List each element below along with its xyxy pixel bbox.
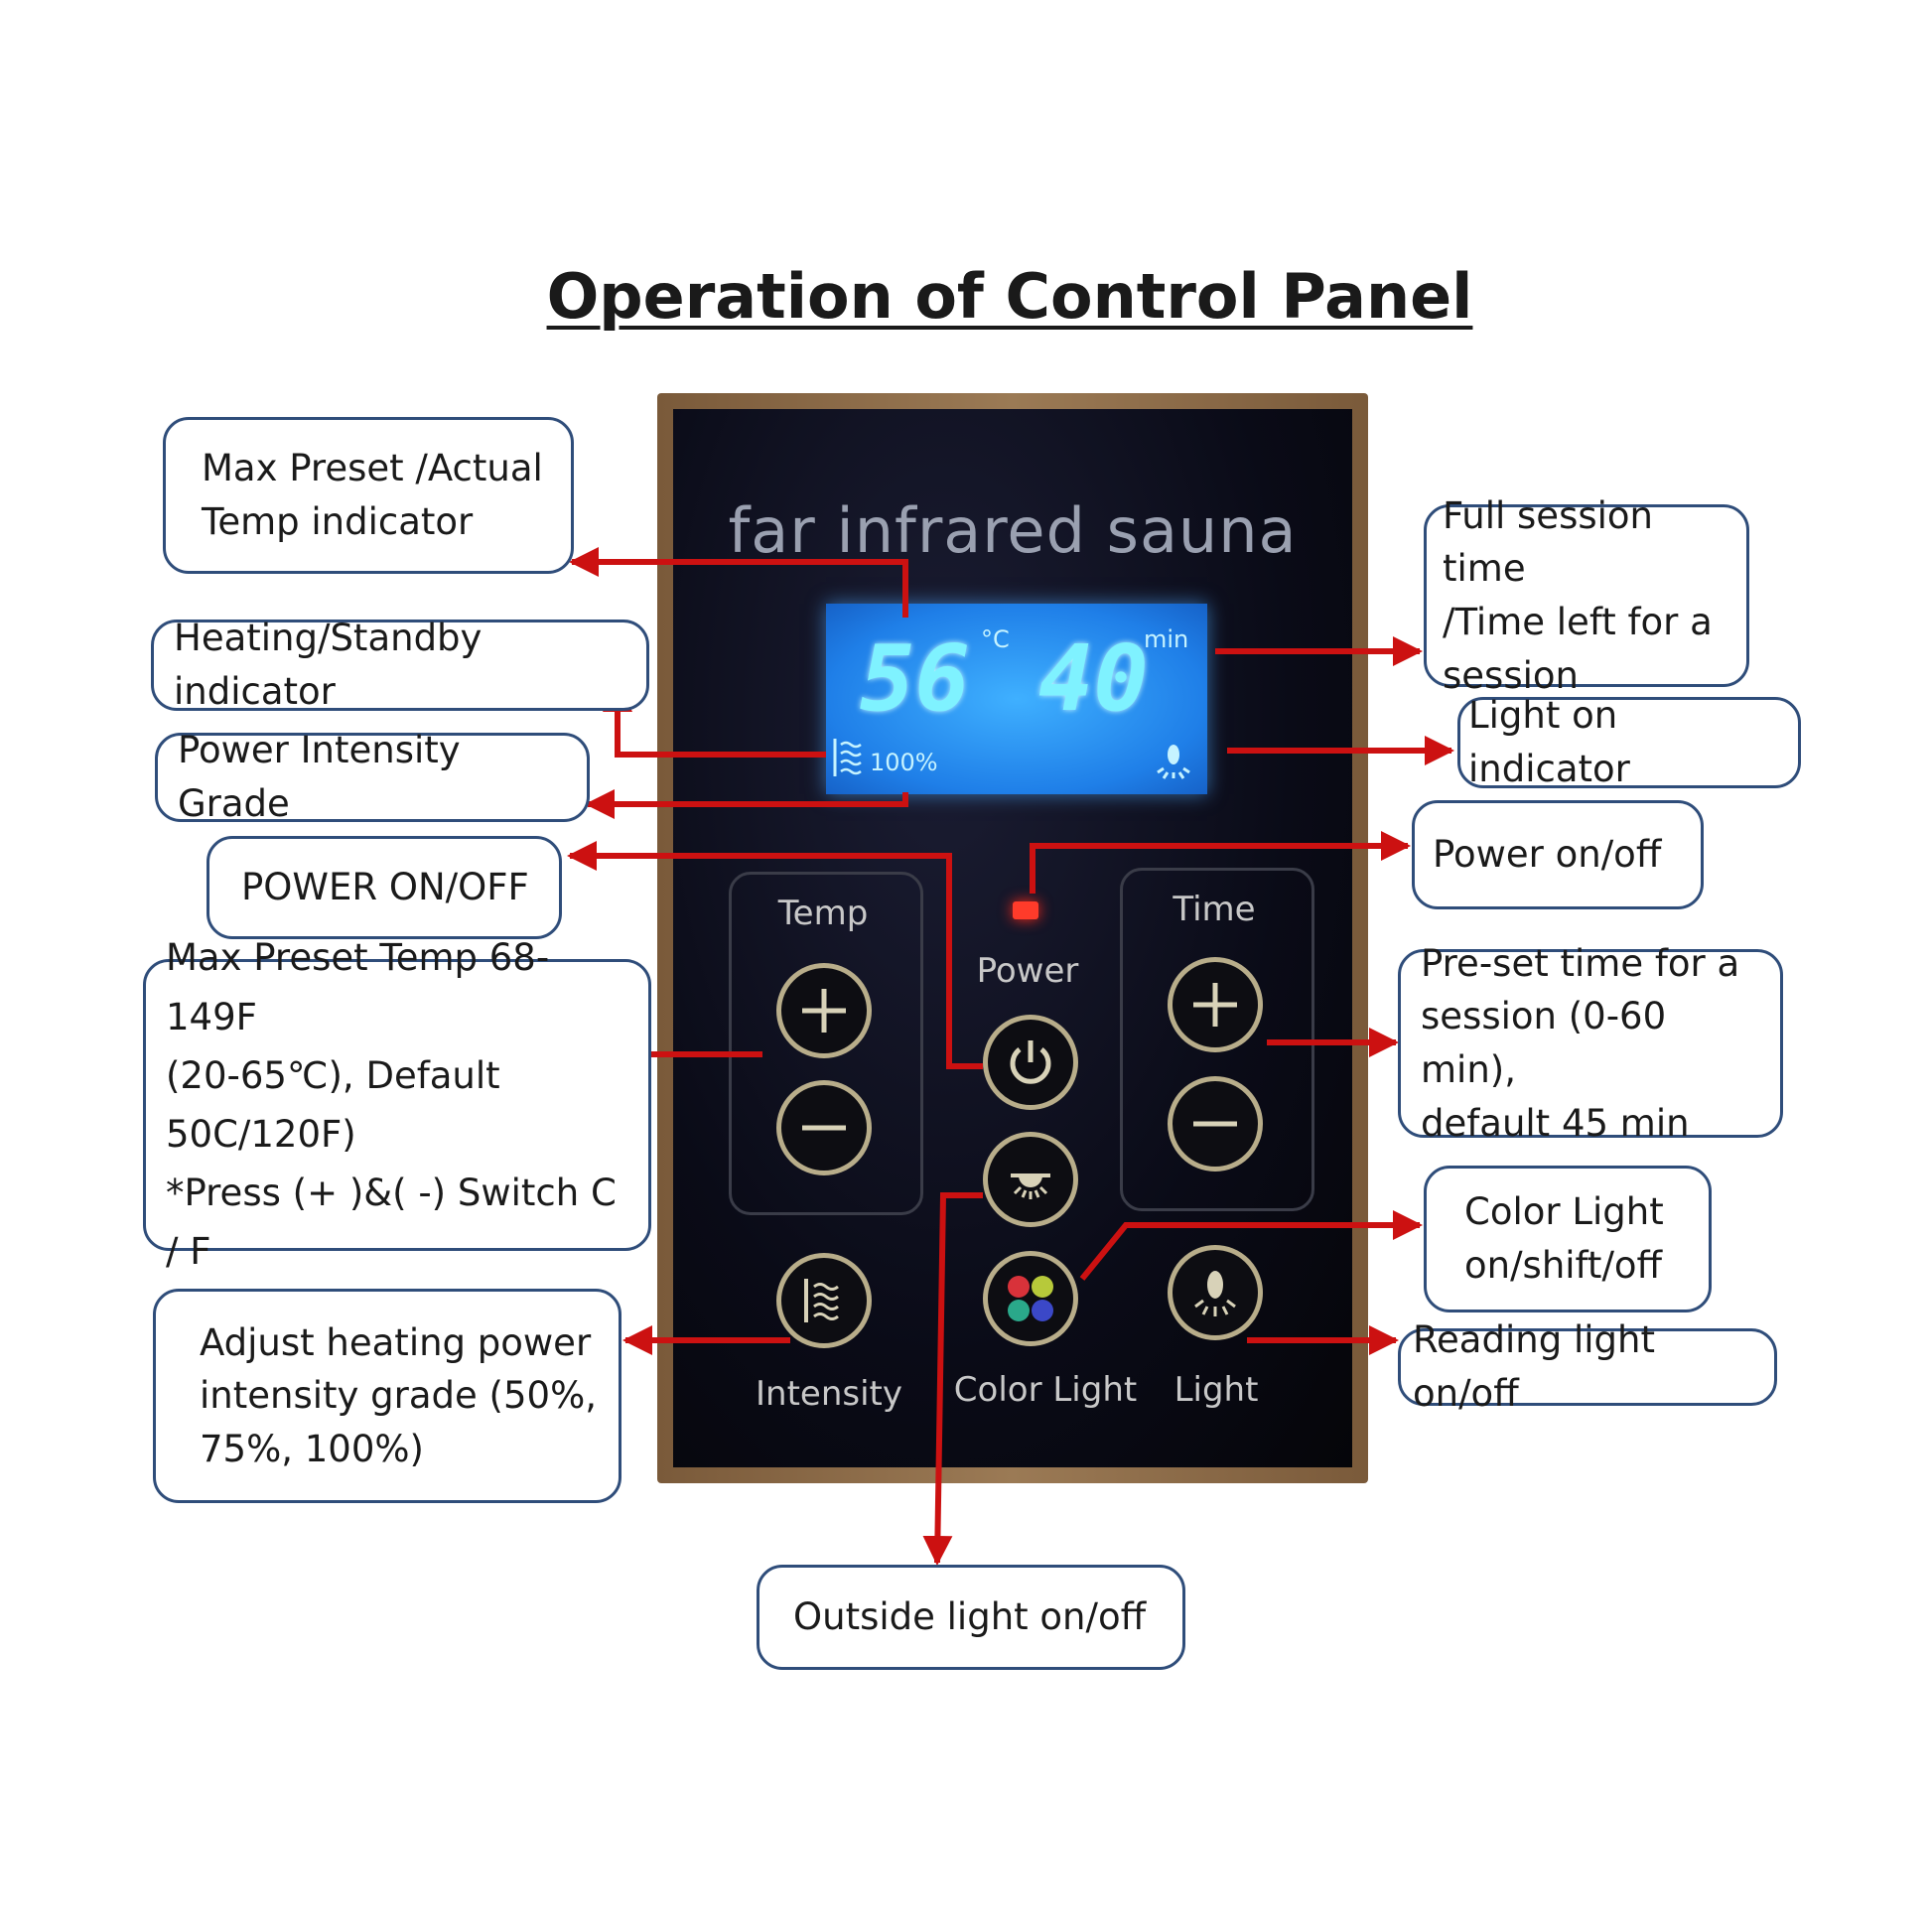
arrow-power-left [567,841,983,1069]
time-minus-button[interactable] [1168,1076,1263,1172]
plus-icon [1193,983,1237,1027]
callout-reading-light: Reading light on/off [1398,1318,1777,1415]
plus-icon [802,989,846,1033]
bulb-icon [1194,1271,1236,1316]
outside-light-icon [1011,1173,1050,1199]
arrow-power-right [1030,831,1411,894]
power-label: Power [976,951,1079,991]
callout-heating-standby: Heating/Standby indicator [151,617,649,713]
light-label: Light [1173,1370,1259,1410]
arrow-outside-light [922,1192,983,1566]
time-unit: min [1144,625,1189,653]
color-light-button[interactable] [983,1251,1078,1346]
temp-minus-button[interactable] [776,1080,872,1175]
power-icon [1010,1040,1051,1084]
arrow-color-light [1079,1210,1423,1281]
callout-color-light: Color Light on/shift/off [1424,1166,1712,1312]
temp-button-group [729,872,923,1215]
reading-light-button[interactable] [1168,1245,1263,1340]
arrow-power-intensity [585,789,908,819]
time-label: Time [1173,890,1256,929]
heating-waves-icon [832,737,864,778]
heating-waves-icon [804,1279,839,1322]
temp-plus-button[interactable] [776,963,872,1058]
callout-adjust-intensity: Adjust heating power intensity grade (50… [153,1289,621,1503]
lcd-display: 56 °C 40 min 100% [826,604,1207,794]
light-bulb-icon [1152,739,1195,782]
arrow-max-temp-indicator [569,547,908,618]
intensity-button[interactable] [776,1253,872,1348]
outside-light-button[interactable] [983,1132,1078,1227]
callout-power-on-off-left: POWER ON/OFF [207,836,562,939]
callout-power-on-off-right: Power on/off [1412,800,1704,909]
time-readout: 40 [1038,625,1149,732]
callout-max-temp-indicator: Max Preset /Actual Temp indicator [163,417,574,574]
callout-power-intensity-grade: Power Intensity Grade [155,729,590,825]
color-dots-icon [1008,1276,1053,1321]
heating-led [1013,901,1038,919]
minus-icon [802,1125,846,1131]
temp-label: Temp [777,894,869,933]
minus-icon [1193,1121,1237,1127]
temp-unit: °C [981,625,1010,653]
time-plus-button[interactable] [1168,957,1263,1052]
temp-readout: 56 [860,625,970,732]
callout-outside-light: Outside light on/off [757,1565,1185,1670]
color-light-label: Color Light [953,1370,1138,1410]
callout-session-time: Full session time /Time left for a sessi… [1424,494,1749,697]
callout-max-preset-temp: Max Preset Temp 68-149F (20-65℃), Defaul… [143,936,651,1273]
intensity-readout: 100% [870,749,938,776]
power-button[interactable] [983,1015,1078,1110]
intensity-label: Intensity [756,1374,902,1414]
callout-preset-time: Pre-set time for a session (0-60 min), d… [1398,942,1783,1145]
callout-light-on-indicator: Light on indicator [1457,694,1801,790]
arrow-heating-standby [603,682,826,758]
panel-brand: far infrared sauna [728,494,1298,567]
page-title: Operation of Control Panel [546,260,1473,333]
